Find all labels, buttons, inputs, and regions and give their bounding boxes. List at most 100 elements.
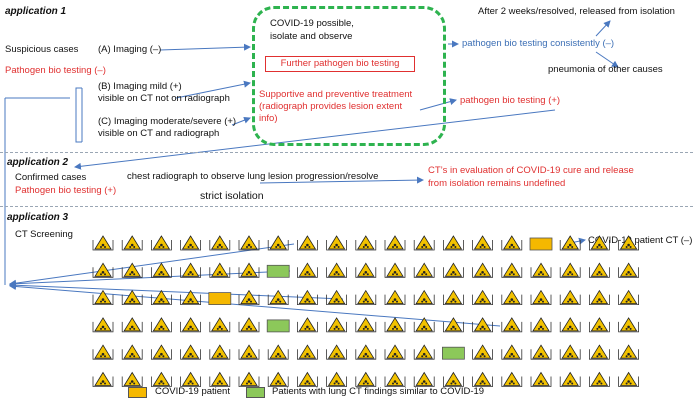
confirmed-cases: Confirmed cases xyxy=(15,172,87,183)
radiation-patient-icon xyxy=(180,262,201,278)
radiation-patient-icon xyxy=(589,317,610,333)
radiation-patient-icon xyxy=(238,371,260,387)
imaging-mod-line2: visible on CT and radiograph xyxy=(98,128,220,139)
radiation-patient-icon xyxy=(384,344,406,360)
supportive-line2: (radiograph provides lesion extent xyxy=(259,101,403,112)
ct-screening: CT Screening xyxy=(15,229,73,240)
supportive-line1: Supportive and preventive treatment xyxy=(259,89,413,100)
app2-pathogen-positive: Pathogen bio testing (+) xyxy=(15,185,117,196)
ct-eval-line2: from isolation remains undefined xyxy=(428,178,566,189)
radiation-patient-icon xyxy=(530,317,552,333)
radiation-patient-icon xyxy=(384,371,406,387)
radiation-patient-icon xyxy=(151,317,172,333)
arrow-imaging-mod xyxy=(231,116,251,126)
radiation-patient-icon xyxy=(618,317,639,333)
radiation-patient-icon xyxy=(209,235,231,251)
radiation-patient-icon xyxy=(180,289,201,305)
radiation-patient-icon xyxy=(297,235,318,251)
imaging-mild-line2: visible on CT not on radiograph xyxy=(98,93,230,104)
further-testing-box: Further pathogen bio testing xyxy=(265,56,415,72)
arrow-to-confirmed xyxy=(74,109,556,170)
radiation-patient-icon xyxy=(384,235,406,251)
app3-heading: application 3 xyxy=(7,212,69,223)
radiation-patient-icon xyxy=(238,344,260,360)
radiation-patient-icon xyxy=(618,371,639,387)
legend-similar-findings: Patients with lung CT findings similar t… xyxy=(272,386,485,397)
radiation-patient-icon xyxy=(180,235,201,251)
radiation-patient-icon xyxy=(355,344,377,360)
radiation-patient-icon xyxy=(121,371,143,387)
radiation-patient-icon xyxy=(501,317,523,333)
radiation-patient-icon xyxy=(618,344,639,360)
covid-patient-ct-negative: COVID-19 patient CT (–) xyxy=(588,235,693,246)
legend-covid-patient: COVID-19 patient xyxy=(155,386,230,397)
radiation-patient-icon xyxy=(384,317,406,333)
radiation-patient-icon xyxy=(559,235,581,251)
radiation-patient-icon xyxy=(151,235,172,251)
pathogen-testing-negative: Pathogen bio testing (–) xyxy=(5,65,106,76)
pneumonia-other-causes: pneumonia of other causes xyxy=(548,64,663,75)
separator-2 xyxy=(0,206,693,207)
radiation-patient-icon xyxy=(326,262,347,278)
radiation-patient-icon xyxy=(472,344,493,360)
radiograph-observe: chest radiograph to observe lung lesion … xyxy=(127,171,379,182)
radiation-patient-icon xyxy=(413,262,435,278)
arrow-to-pathogen-pos xyxy=(419,98,457,111)
radiation-patient-icon xyxy=(618,289,639,305)
radiation-patient-icon xyxy=(267,235,289,251)
radiation-patient-icon xyxy=(92,235,114,251)
radiation-patient-icon xyxy=(355,235,377,251)
radiation-patient-icon xyxy=(92,344,114,360)
covid-patient-marker xyxy=(529,237,553,251)
radiation-patient-icon xyxy=(355,262,377,278)
similar-findings-marker xyxy=(266,319,290,333)
arrow-to-ct-eval xyxy=(259,176,424,184)
radiation-patient-icon xyxy=(472,262,493,278)
radiation-patient-icon xyxy=(618,262,639,278)
arrow-screen-3 xyxy=(9,281,344,300)
radiation-patient-icon xyxy=(238,235,260,251)
radiation-patient-icon xyxy=(530,371,552,387)
radiation-patient-icon xyxy=(618,235,639,251)
arrow-imaging-mild xyxy=(175,80,251,99)
radiation-patient-icon xyxy=(530,262,552,278)
radiation-patient-icon xyxy=(121,289,143,305)
radiation-patient-icon xyxy=(267,289,289,305)
radiation-patient-icon xyxy=(443,235,464,251)
radiation-patient-icon xyxy=(443,289,464,305)
radiation-patient-icon xyxy=(443,262,464,278)
radiation-patient-icon xyxy=(238,289,260,305)
radiation-patient-icon xyxy=(238,317,260,333)
radiation-patient-icon xyxy=(238,262,260,278)
radiation-patient-icon xyxy=(326,235,347,251)
radiation-patient-icon xyxy=(589,344,610,360)
radiation-patient-icon xyxy=(151,371,172,387)
radiation-patient-icon xyxy=(267,344,289,360)
radiation-patient-icon xyxy=(209,344,231,360)
arrow-to-other-pneumonia xyxy=(595,51,619,68)
radiation-patient-icon xyxy=(180,317,201,333)
radiation-patient-icon xyxy=(472,235,493,251)
radiation-patient-icon xyxy=(326,317,347,333)
radiation-patient-icon xyxy=(355,317,377,333)
imaging-mild-line1: (B) Imaging mild (+) xyxy=(98,81,182,92)
radiation-patient-icon xyxy=(209,262,231,278)
radiation-patient-icon xyxy=(121,235,143,251)
consistently-negative: pathogen bio testing consistently (–) xyxy=(462,38,615,49)
radiation-patient-icon xyxy=(589,262,610,278)
radiation-patient-icon xyxy=(326,344,347,360)
radiation-patient-icon xyxy=(530,289,552,305)
radiation-patient-icon xyxy=(413,344,435,360)
radiation-patient-icon xyxy=(413,371,435,387)
radiation-patient-icon xyxy=(326,289,347,305)
ct-eval-line1: CT’s in evaluation of COVID-19 cure and … xyxy=(428,165,634,176)
radiation-patient-icon xyxy=(413,317,435,333)
radiation-patient-icon xyxy=(180,371,201,387)
supportive-line3: info) xyxy=(259,113,278,124)
covid-possible-box xyxy=(252,6,446,146)
radiation-patient-icon xyxy=(326,371,347,387)
radiation-patient-icon xyxy=(151,289,172,305)
arrow-screen-1 xyxy=(9,243,295,287)
legend-swatch-similar xyxy=(246,387,265,398)
